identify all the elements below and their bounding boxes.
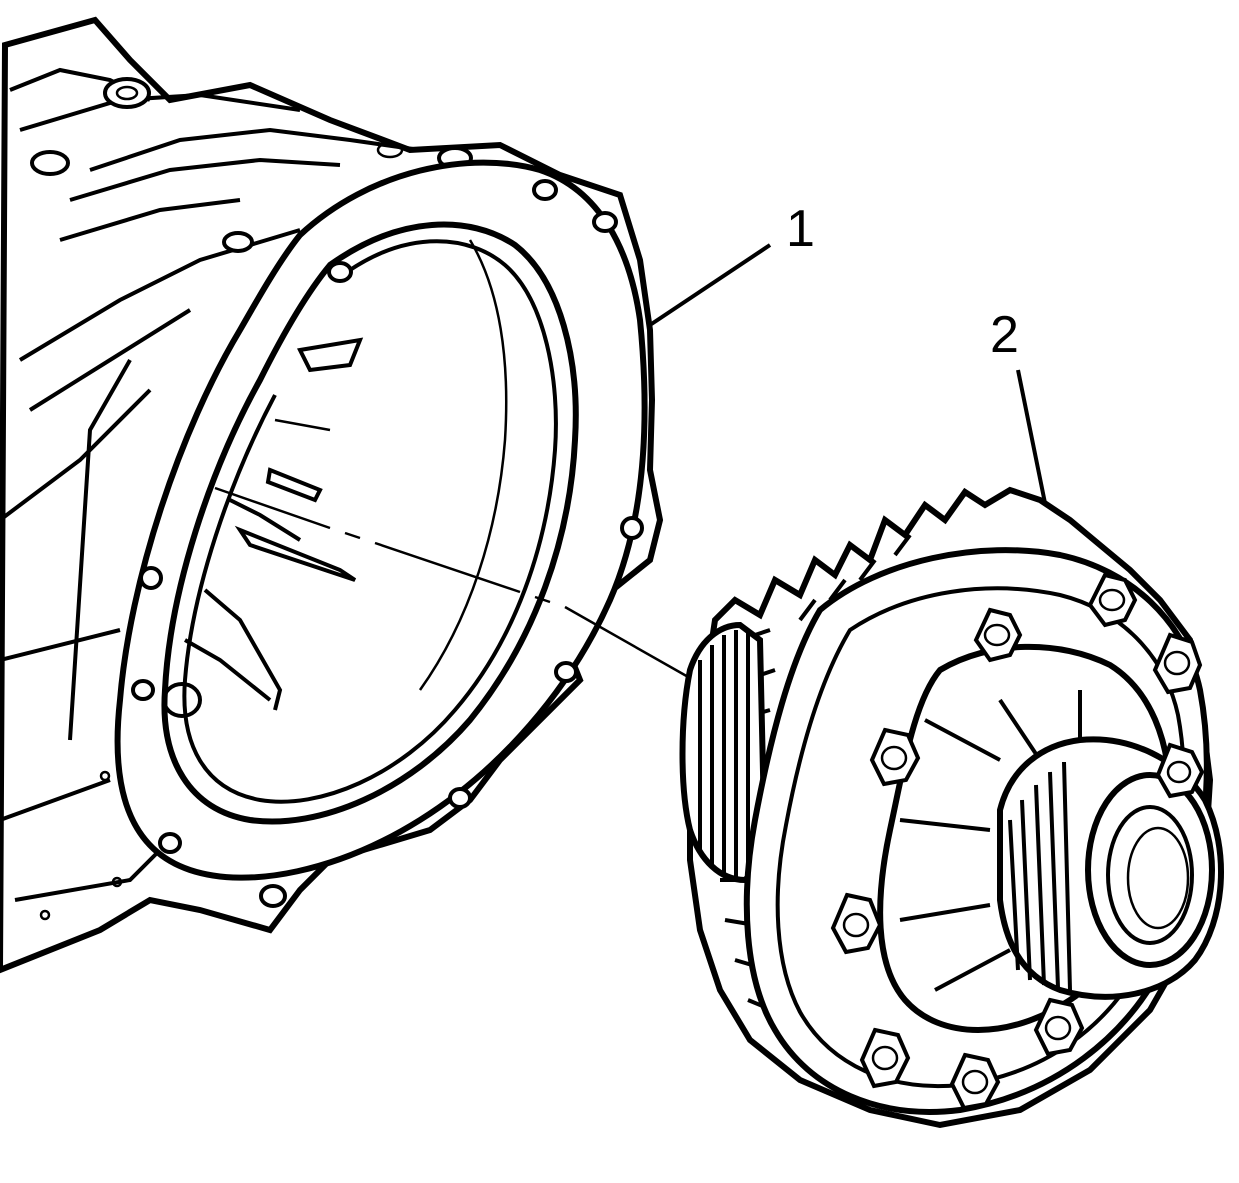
differential-carrier-assembly: [679, 486, 1225, 1129]
ring-gear-bolt: [1033, 997, 1085, 1057]
callout-1: 1: [786, 200, 815, 258]
leader-line-2: [1016, 369, 1047, 504]
ring-gear-bolt: [830, 892, 883, 955]
ring-gear-bolt: [859, 1027, 911, 1089]
callout-2: 2: [990, 306, 1019, 364]
leader-line-1: [648, 243, 772, 327]
assembly-centerline: [214, 486, 691, 680]
ring-gear-bolt: [973, 607, 1023, 663]
ring-gear-bolt: [949, 1052, 1001, 1111]
ring-gear-bolt: [1087, 572, 1138, 628]
differential-housing: [0, 16, 664, 974]
ring-gear-bolt: [869, 727, 921, 787]
ring-gear-bolt: [1152, 632, 1203, 695]
ring-gear-bolt: [1155, 742, 1205, 799]
